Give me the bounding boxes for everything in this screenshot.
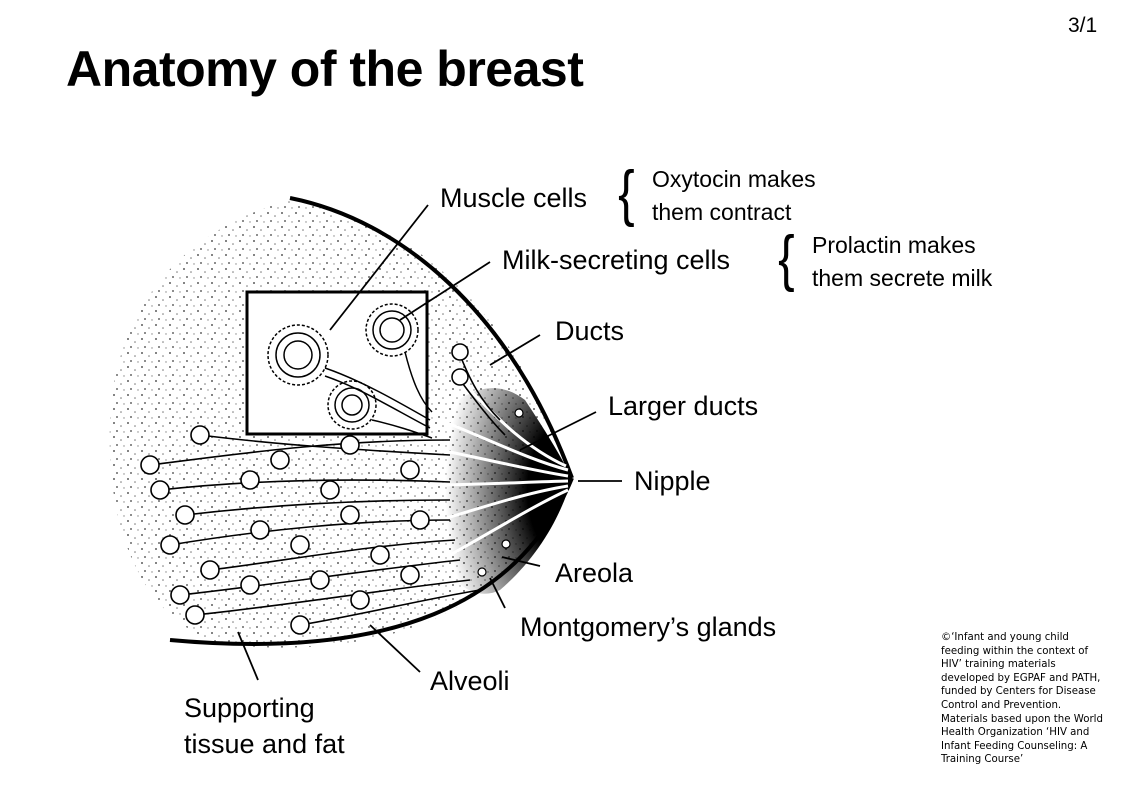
label-muscle-cells: Muscle cells [440,183,588,213]
note-prolactin-line1: Prolactin makes [812,232,976,258]
copyright-credit: ©‘Infant and young child feeding within … [941,632,1103,766]
leader-ducts [489,334,541,366]
label-supporting-tissue-line1: Supporting [184,693,315,723]
magnified-inset [245,290,433,439]
areola-region [445,388,572,594]
label-nipple: Nipple [634,466,711,496]
label-milk-secreting-cells: Milk-secreting cells [502,245,731,275]
label-supporting-tissue-line2: tissue and fat [184,729,345,759]
leader-montgomery [489,577,506,609]
duct-branches [149,354,506,626]
leader-larger-ducts [519,411,597,451]
label-ducts: Ducts [555,316,625,346]
label-montgomerys-glands: Montgomery’s glands [520,612,777,642]
alveoli-lobules [140,343,469,635]
leader-lines [237,204,622,681]
brace-milk-cells: { [778,224,795,293]
ducts [439,378,569,557]
montgomery-glands [477,408,524,577]
note-oxytocin-line1: Oxytocin makes [652,166,816,192]
leader-alveoli [369,624,421,673]
brace-muscle-cells: { [618,159,635,228]
label-larger-ducts: Larger ducts [608,391,759,421]
leader-muscle-cells [329,204,429,331]
label-areola: Areola [555,558,634,588]
leader-milk-cells [399,261,491,321]
slide-number: 3/1 [1068,14,1098,37]
note-prolactin-line2: them secrete milk [812,265,993,291]
note-oxytocin-line2: them contract [652,199,792,225]
leader-supporting-tissue [237,631,259,681]
slide-title: Anatomy of the breast [66,41,584,97]
leader-areola [501,556,541,567]
label-alveoli: Alveoli [430,666,510,696]
